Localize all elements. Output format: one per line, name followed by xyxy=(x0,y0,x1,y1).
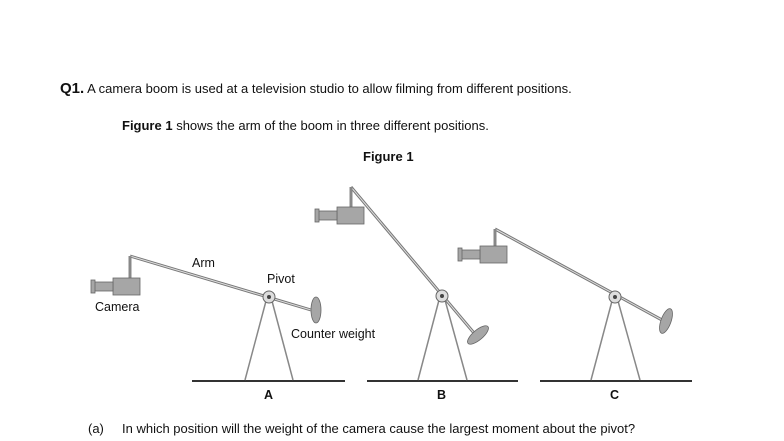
camera-icon xyxy=(314,206,365,225)
arm xyxy=(349,186,476,334)
counterweight-label: Counter weight xyxy=(291,327,376,341)
boom-position-b: B xyxy=(314,186,518,402)
camera-icon xyxy=(90,277,141,296)
tripod xyxy=(417,299,468,381)
counterweight xyxy=(467,325,489,345)
part-a-label: (a) xyxy=(88,421,104,436)
tripod xyxy=(590,300,641,381)
tripod xyxy=(244,300,294,381)
pivot-label: Pivot xyxy=(267,272,295,286)
figure-sentence: shows the arm of the boom in three diffe… xyxy=(172,118,489,133)
camera-icon xyxy=(457,245,508,264)
pivot-icon xyxy=(608,290,622,304)
figure-description: Figure 1 shows the arm of the boom in th… xyxy=(122,118,489,133)
counterweight xyxy=(659,308,673,334)
arm xyxy=(128,254,312,312)
question-intro: Q1. A camera boom is used at a televisio… xyxy=(60,80,572,97)
arm-label: Arm xyxy=(192,256,215,270)
question-number: Q1. xyxy=(60,80,85,97)
arm xyxy=(493,227,663,322)
position-label-b: B xyxy=(437,388,446,402)
pivot-icon xyxy=(262,290,276,304)
pivot-icon xyxy=(435,289,449,303)
boom-position-c: C xyxy=(457,227,692,402)
figure-title: Figure 1 xyxy=(363,149,414,164)
counterweight xyxy=(310,296,322,324)
part-a-question: In which position will the weight of the… xyxy=(122,421,636,436)
figure-reference: Figure 1 xyxy=(122,118,173,133)
position-label-a: A xyxy=(264,388,273,402)
position-label-c: C xyxy=(610,388,619,402)
boom-position-a: A xyxy=(90,254,345,402)
question-intro-text: A camera boom is used at a television st… xyxy=(87,81,572,96)
camera-label: Camera xyxy=(95,300,140,314)
